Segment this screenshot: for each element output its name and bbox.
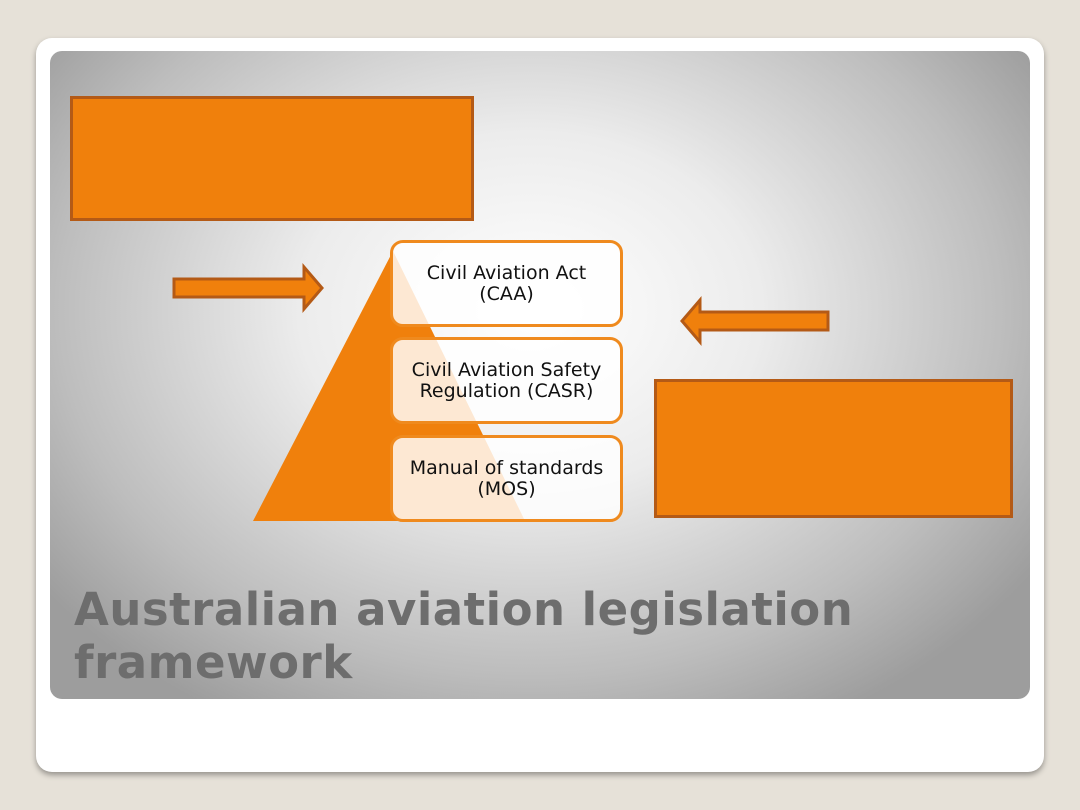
level-casr-line1: Civil Aviation Safety [411,358,602,381]
slide-title-line2: framework [74,636,353,689]
level-mos-line2: (MOS) [477,477,536,500]
level-casr-line2: Regulation (CASR) [419,379,594,402]
level-mos: Manual of standards (MOS) [390,435,623,522]
right-arrow-icon [172,262,324,314]
slide-title-line1: Australian aviation legislation [74,583,854,636]
level-caa: Civil Aviation Act (CAA) [390,240,623,327]
orange-box-right [654,379,1013,518]
level-mos-line1: Manual of standards [409,456,604,479]
level-caa-line1: Civil Aviation Act [426,261,587,284]
slide-title: Australian aviation legislation framewor… [74,583,974,689]
level-casr: Civil Aviation Safety Regulation (CASR) [390,337,623,424]
slide: Civil Aviation Act (CAA) Civil Aviation … [50,51,1030,699]
left-arrow-icon [680,295,830,347]
level-caa-line2: (CAA) [479,282,534,305]
orange-box-top-left [70,96,474,221]
